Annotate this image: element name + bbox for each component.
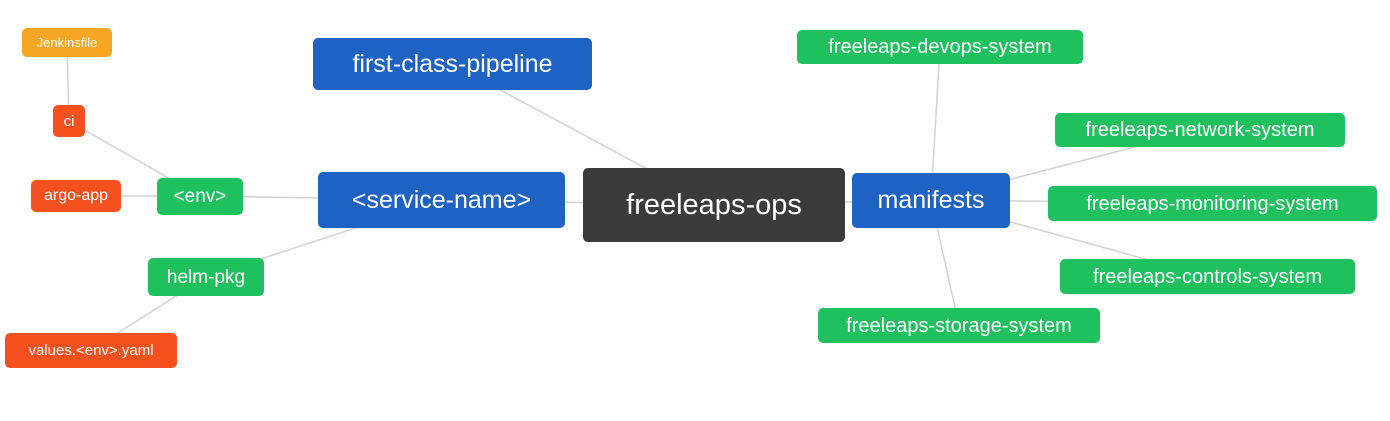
node-jenkinsfile[interactable]: Jenkinsfile xyxy=(22,28,112,57)
node-freeleaps-devops-system[interactable]: freeleaps-devops-system xyxy=(797,30,1083,64)
node-values-env-yaml[interactable]: values.<env>.yaml xyxy=(5,333,177,368)
node-helm-pkg[interactable]: helm-pkg xyxy=(148,258,264,296)
node-freeleaps-monitoring-system[interactable]: freeleaps-monitoring-system xyxy=(1048,186,1377,221)
node-ci[interactable]: ci xyxy=(53,105,85,137)
node-argo-app[interactable]: argo-app xyxy=(31,180,121,212)
node-freeleaps-controls-system[interactable]: freeleaps-controls-system xyxy=(1060,259,1355,294)
node-first-class-pipeline[interactable]: first-class-pipeline xyxy=(313,38,592,90)
node-freeleaps-network-system[interactable]: freeleaps-network-system xyxy=(1055,113,1345,147)
node-freeleaps-ops[interactable]: freeleaps-ops xyxy=(583,168,845,242)
node-freeleaps-storage-system[interactable]: freeleaps-storage-system xyxy=(818,308,1100,343)
node-env[interactable]: <env> xyxy=(157,178,243,215)
node-manifests[interactable]: manifests xyxy=(852,173,1010,228)
node-service-name[interactable]: <service-name> xyxy=(318,172,565,228)
